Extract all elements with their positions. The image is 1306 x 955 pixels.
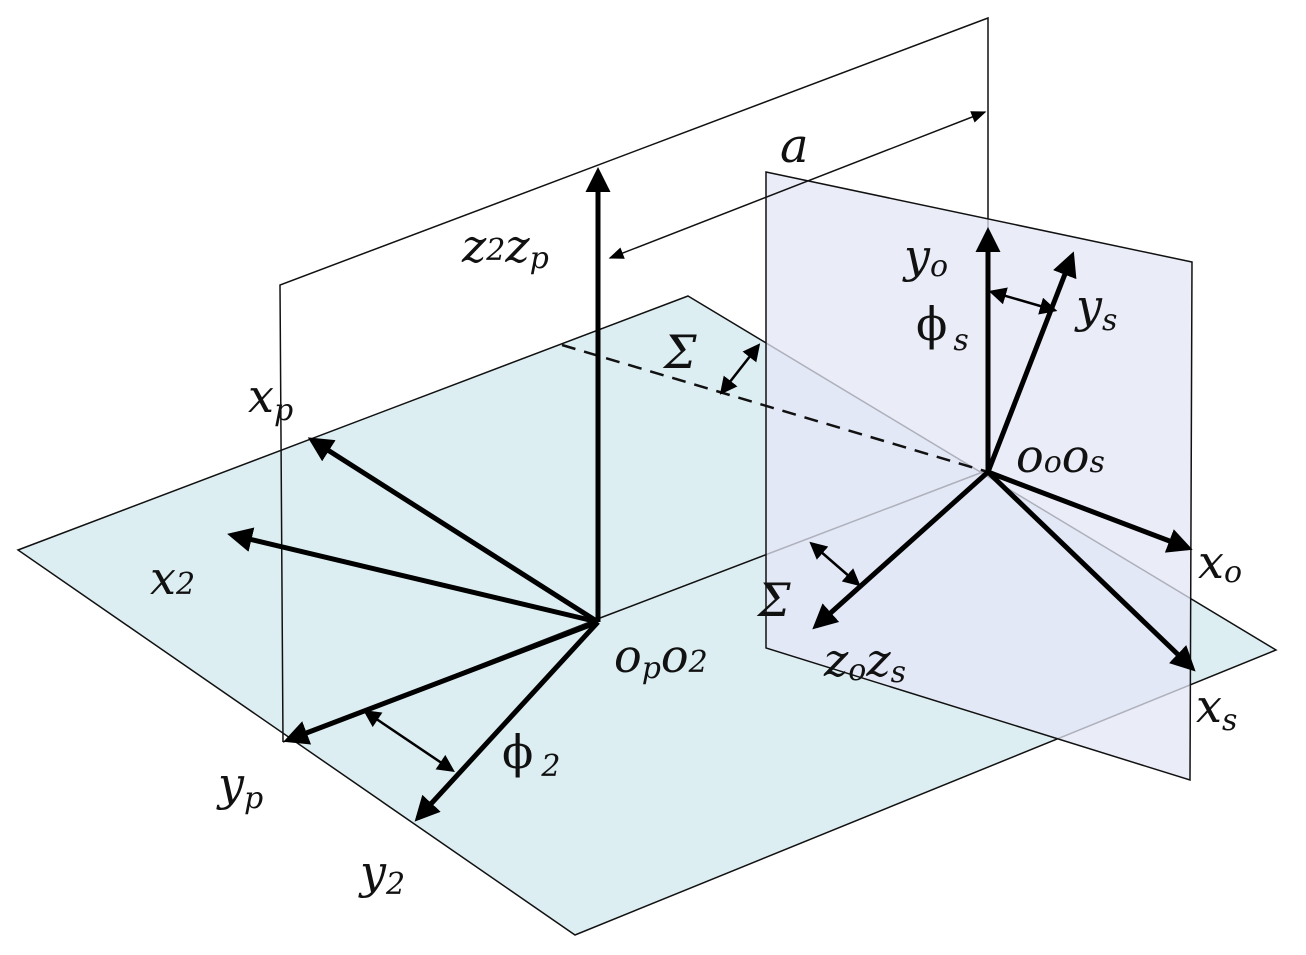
label-y2: y2 <box>358 845 405 902</box>
axis-y2 <box>414 620 600 822</box>
axis-x2 <box>227 527 599 625</box>
axis-zo-zs <box>812 470 990 630</box>
axis-yp <box>283 619 599 745</box>
label-zo-zs: zozs <box>823 633 906 690</box>
label-z2-zp: z2zp <box>461 219 549 276</box>
axis-xp <box>307 437 600 625</box>
label-xs: xs <box>1196 679 1237 738</box>
label-sigma-top: Σ <box>662 325 697 379</box>
sigma-top-angle-arrow <box>719 343 761 395</box>
phis-angle-arrow <box>988 287 1058 315</box>
axis-ys <box>985 251 1077 473</box>
axis-xo <box>987 469 1193 553</box>
label-oo-os: ooos <box>1016 429 1105 483</box>
phi2-angle-arrow <box>363 710 455 772</box>
sigma-bottom-angle-arrow <box>809 541 861 587</box>
label-x2: x2 <box>150 551 195 605</box>
label-xo: xo <box>1198 535 1242 590</box>
shaft-angle-reference-line <box>561 343 989 474</box>
label-yo: yo <box>902 229 948 284</box>
distance-a-dimension <box>608 111 987 259</box>
label-ys: ys <box>1074 279 1117 338</box>
gear-vertical-plane <box>765 171 1193 782</box>
label-yp: yp <box>216 757 263 816</box>
label-sigma-bottom: Σ <box>756 573 791 627</box>
label-op-o2: opo2 <box>614 629 708 686</box>
label-a: a <box>780 118 809 174</box>
label-xp: xp <box>248 369 293 428</box>
axis-xs <box>986 470 1196 672</box>
